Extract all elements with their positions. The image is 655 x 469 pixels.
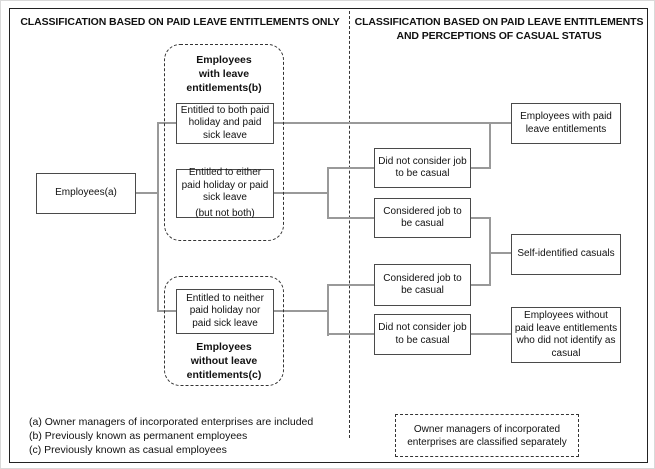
connector-neither-to-considered (328, 284, 374, 286)
without-leave-label-line1: Employees (196, 341, 252, 353)
employees-with-paid-leave-label: Employees with paid leave entitlements (520, 111, 612, 135)
considered-top-label: Considered job to be casual (383, 205, 462, 230)
with-leave-group-label: Employees with leave entitlements(b) (169, 53, 279, 95)
did-not-consider-bottom-box: Did not consider job to be casual (374, 314, 471, 355)
entitled-either-note: (but not both) (195, 207, 255, 219)
connector-didnot-bottom-to-without (471, 333, 511, 335)
outer-border (9, 8, 648, 463)
connector-self-identified-vertical (489, 217, 491, 286)
considered-bottom-box: Considered job to be casual (374, 264, 471, 306)
entitled-both-label: Entitled to both paid holiday and paid s… (180, 104, 270, 141)
connector-didnot-top-vertical (489, 123, 491, 169)
footnotes: (a) Owner managers of incorporated enter… (29, 415, 359, 457)
considered-top-box: Considered job to be casual (374, 198, 471, 238)
with-leave-label-line2: with leave (198, 68, 250, 80)
entitled-either-label: Entitled to either paid holiday or paid … (181, 167, 269, 203)
did-not-consider-bottom-label: Did not consider job to be casual (378, 322, 467, 346)
with-leave-label-line1: Employees (196, 54, 252, 66)
connector-didnot-top-horizontal (471, 167, 490, 169)
connector-neither-to-didnot (328, 333, 374, 335)
right-column-title-line1: CLASSIFICATION BASED ON PAID LEAVE ENTIT… (354, 16, 644, 28)
connector-neither-bracket-vertical (327, 284, 329, 336)
connector-to-self-identified (490, 252, 511, 254)
did-not-consider-top-label: Did not consider job to be casual (378, 155, 467, 180)
footnote-a: (a) Owner managers of incorporated enter… (29, 416, 314, 428)
entitled-either-box: Entitled to either paid holiday or paid … (176, 167, 274, 219)
footnote-c: (c) Previously known as casual employees (29, 444, 227, 456)
connector-either-to-didnot (328, 167, 374, 169)
owner-managers-note-label: Owner managers of incorporated enterpris… (407, 423, 567, 448)
employees-without-paid-leave-box: Employees without paid leave entitlement… (511, 307, 621, 363)
without-leave-group-outline (164, 276, 284, 386)
footnote-b: (b) Previously known as permanent employ… (29, 430, 248, 442)
did-not-consider-top-box: Did not consider job to be casual (374, 148, 471, 188)
connector-bracket-to-both (158, 122, 176, 124)
connector-both-to-paid-leave (274, 122, 511, 124)
with-leave-label-line3: entitlements(b) (186, 82, 262, 94)
connector-neither-out (274, 310, 328, 312)
connector-either-out (274, 192, 328, 194)
entitled-both-box: Entitled to both paid holiday and paid s… (176, 103, 274, 144)
left-column-title: CLASSIFICATION BASED ON PAID LEAVE ENTIT… (20, 16, 340, 28)
considered-bottom-label: Considered job to be casual (383, 272, 462, 297)
right-column-title: CLASSIFICATION BASED ON PAID LEAVE ENTIT… (353, 15, 645, 43)
employees-root-label: Employees(a) (55, 187, 117, 199)
connector-left-bracket-vertical (157, 122, 159, 312)
employees-with-paid-leave-box: Employees with paid leave entitlements (511, 103, 621, 144)
connector-root-to-bracket (136, 192, 158, 194)
right-column-title-line2: AND PERCEPTIONS OF CASUAL STATUS (396, 30, 602, 42)
entitled-neither-label: Entitled to neither paid holiday nor pai… (186, 292, 264, 329)
connector-either-bracket-vertical (327, 167, 329, 219)
connector-either-to-considered (328, 217, 374, 219)
self-identified-casuals-label: Self-identified casuals (517, 248, 615, 260)
connector-considered-bottom-out (471, 284, 490, 286)
owner-managers-note-box: Owner managers of incorporated enterpris… (395, 414, 579, 457)
without-leave-label-line2: without leave (190, 355, 258, 367)
employees-root-box: Employees(a) (36, 173, 136, 214)
connector-considered-top-out (471, 217, 490, 219)
without-leave-group-label: Employees without leave entitlements(c) (169, 340, 279, 382)
with-leave-group-outline (164, 44, 284, 241)
connector-bracket-to-neither (158, 310, 176, 312)
entitled-neither-box: Entitled to neither paid holiday nor pai… (176, 289, 274, 334)
column-divider-dashed-line (349, 11, 350, 438)
self-identified-casuals-box: Self-identified casuals (511, 234, 621, 275)
employees-without-paid-leave-label: Employees without paid leave entitlement… (514, 310, 618, 359)
without-leave-label-line3: entitlements(c) (186, 369, 262, 381)
